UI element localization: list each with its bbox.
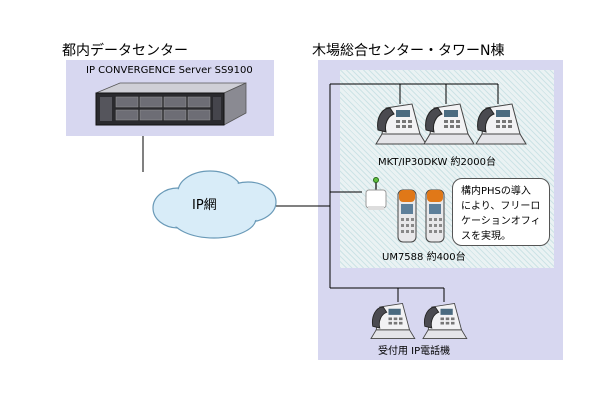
- tower-title: 木場総合センター・タワーN棟: [312, 43, 505, 59]
- callout-line-3: ケーションオフィ: [461, 216, 541, 227]
- desk-phones-label: MKT/IP30DKW 約2000台: [378, 157, 497, 168]
- reception-phones-label: 受付用 IP電話機: [378, 346, 451, 357]
- callout-box: 構内PHSの導入 により、フリーロ ケーションオフィ スを実現。: [452, 178, 550, 246]
- phs-handset-2-icon: [425, 189, 445, 243]
- callout-line-1: 構内PHSの導入: [461, 186, 531, 197]
- server-icon: [95, 82, 247, 126]
- phs-antenna-icon: [365, 177, 387, 210]
- reception-phone-2-icon: [422, 303, 468, 339]
- server-label: IP CONVERGENCE Server SS9100: [86, 65, 253, 76]
- desk-phone-3-icon: [475, 103, 527, 145]
- callout-line-4: スを実現。: [461, 231, 511, 242]
- phs-handset-1-icon: [397, 189, 417, 243]
- phs-label: UM7588 約400台: [382, 252, 466, 263]
- callout-line-2: により、フリーロ: [461, 201, 541, 212]
- ip-network-label: IP網: [192, 198, 217, 213]
- ip-network-cloud: [152, 170, 277, 239]
- datacenter-title: 都内データセンター: [62, 43, 188, 59]
- desk-phone-2-icon: [423, 103, 475, 145]
- reception-phone-1-icon: [370, 303, 416, 339]
- datacenter-panel: IP CONVERGENCE Server SS9100: [66, 60, 274, 136]
